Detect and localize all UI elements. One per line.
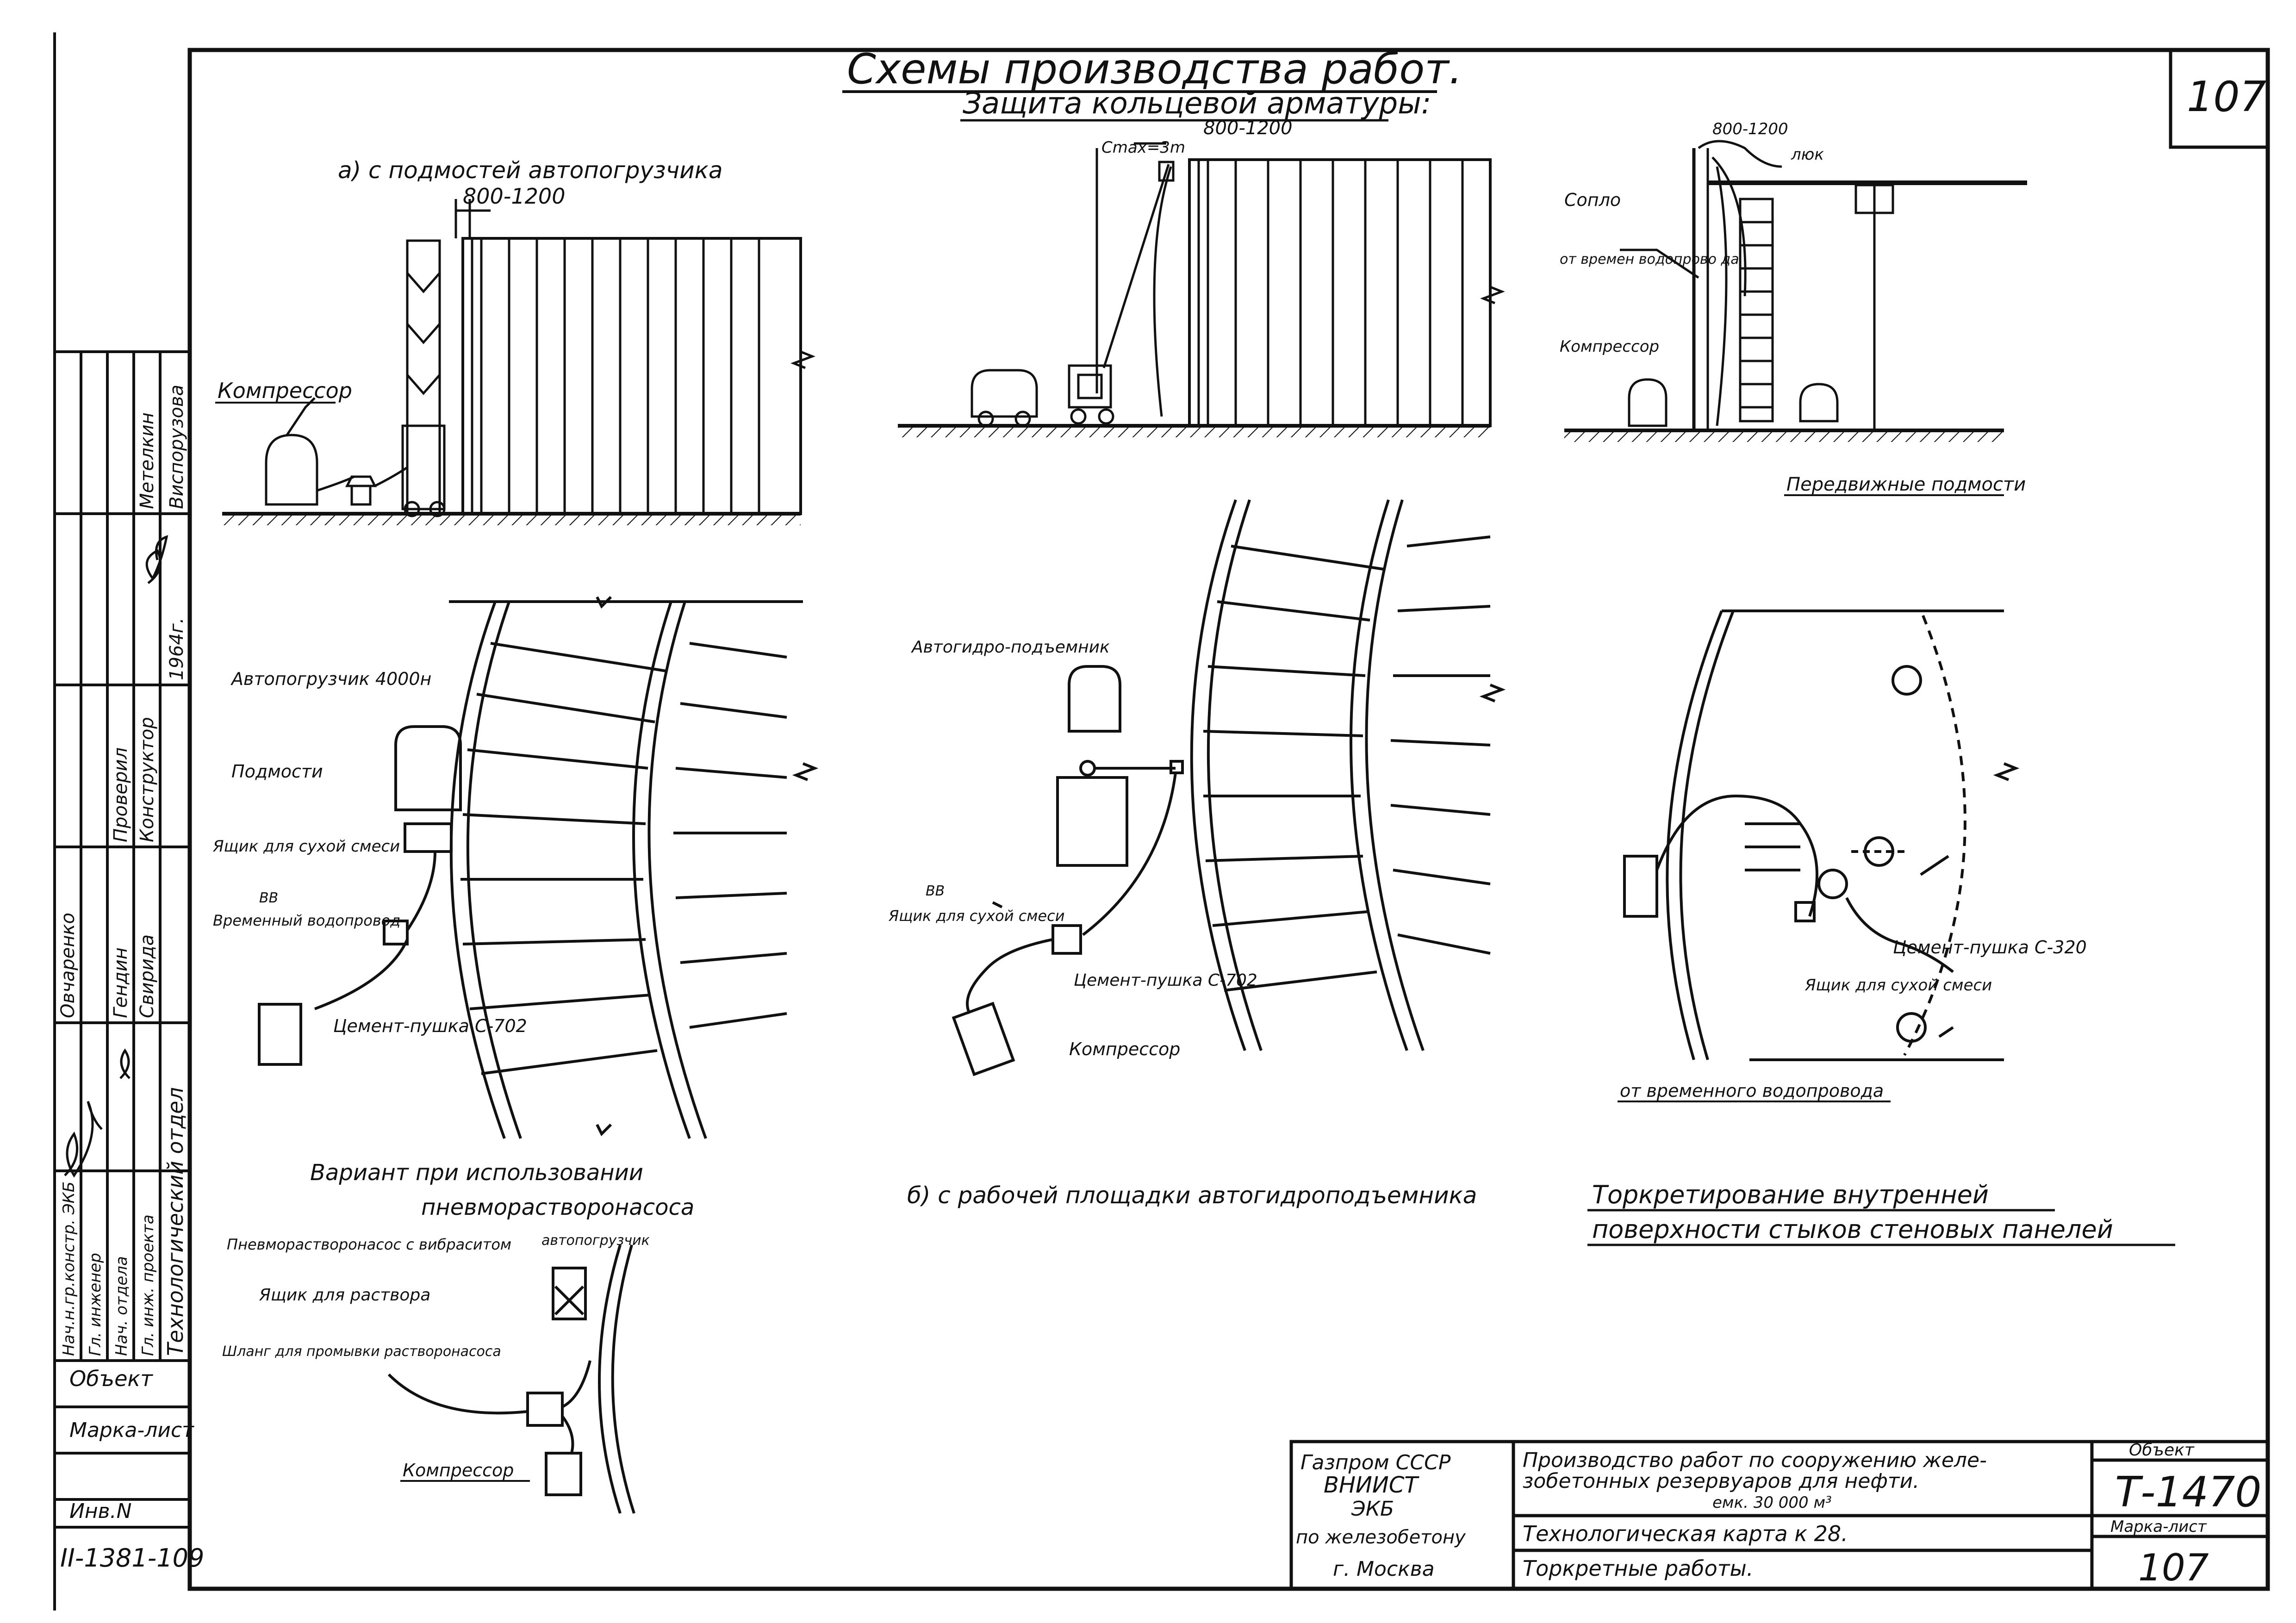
nozzle-label: Сопло bbox=[1564, 190, 1621, 210]
pump-label: Пневморастворонасос с вибраситом bbox=[227, 1236, 511, 1253]
stamp-inv-label: Инв.N bbox=[69, 1499, 132, 1523]
stamp-designer-label: Конструктор bbox=[137, 717, 158, 842]
gun-label-a: Цемент-пушка С-702 bbox=[333, 1016, 527, 1036]
stamp-role-4: Гл. инж. проекта bbox=[139, 1214, 157, 1356]
title-block-text: Газпром СССР ВНИИСТ ЭКБ по железобетону … bbox=[1296, 1441, 2262, 1589]
sheet-frame bbox=[53, 32, 2270, 1611]
description-line2: зобетонных резервуаров для нефти. bbox=[1523, 1469, 1919, 1493]
signature-marks bbox=[64, 535, 168, 1178]
vv-label-a: ВВ bbox=[259, 890, 278, 906]
drawing-header: Схемы производства работ. Защита кольцев… bbox=[842, 45, 1462, 122]
plan-a-labels: Автопогрузчик 4000н Подмости Ящик для су… bbox=[212, 669, 527, 1036]
section-c-dimension: 800-1200 bbox=[1712, 120, 1788, 138]
stamp-role-3: Нач. отдела bbox=[112, 1256, 131, 1356]
stamp-name-2: Гендин bbox=[110, 947, 131, 1018]
org-line3: ЭКБ bbox=[1351, 1497, 1394, 1521]
section-b-elevation bbox=[898, 142, 1505, 437]
card-label: Технологическая карта к 28. bbox=[1523, 1521, 1848, 1546]
org-line5: г. Москва bbox=[1333, 1557, 1435, 1581]
title-block bbox=[1289, 1440, 2270, 1591]
section-b-labels: Cmax=3m 800-1200 bbox=[1101, 118, 1293, 157]
plan-b-caption: б) с рабочей площадки автогидроподъемник… bbox=[907, 1182, 1477, 1209]
stamp-role-5: Технологический отдел bbox=[163, 1087, 188, 1356]
mark-header: Марка-лист bbox=[2110, 1517, 2207, 1536]
variant-caption-line2: пневморастворонасоса bbox=[421, 1194, 694, 1220]
plan-c-labels: Цемент-пушка С-320 Ящик для сухой смеси … bbox=[1587, 937, 2175, 1246]
plan-b-labels: Автогидро-подъемник ВВ Ящик для сухой см… bbox=[888, 638, 1477, 1209]
stamp-role-1: Нач.н.гр.констр. ЭКБ bbox=[60, 1181, 78, 1356]
stamp-name-right-2: Виспорузова bbox=[166, 385, 187, 509]
stamp-name-right-1: Метелкин bbox=[137, 412, 158, 509]
org-line1: Газпром СССР bbox=[1300, 1451, 1451, 1474]
section-b-cmax: Cmax=3m bbox=[1101, 138, 1185, 157]
stamp-inv-number: II-1381-109 bbox=[60, 1543, 204, 1573]
stamp-checked-label: Проверил bbox=[110, 747, 131, 842]
object-header: Объект bbox=[2129, 1441, 2195, 1460]
section-c-labels: 800-1200 люк Сопло от времен водопрово д… bbox=[1560, 120, 2026, 496]
stamp-name-1: Овчаренко bbox=[57, 913, 79, 1018]
plan-a bbox=[258, 596, 819, 1139]
work-label: Торкретные работы. bbox=[1523, 1556, 1753, 1581]
plan-c-caption-line1: Торкретирование внутренней bbox=[1592, 1180, 1989, 1209]
section-a-caption: а) с подмостей автопогрузчика bbox=[338, 157, 723, 184]
description-line1: Производство работ по сооружению желе- bbox=[1523, 1449, 1987, 1472]
mark-value: 107 bbox=[2138, 1546, 2209, 1589]
water-label-a: Временный водопровод bbox=[213, 912, 400, 929]
gun-label-c: Цемент-пушка С-320 bbox=[1893, 937, 2087, 958]
gun-label-b: Цемент-пушка С-702 bbox=[1074, 971, 1257, 990]
plan-b bbox=[952, 499, 1506, 1076]
water-label-c: от времен водопрово да bbox=[1560, 251, 1739, 267]
scaffold-label-a: Подмости bbox=[231, 761, 323, 782]
org-line2: ВНИИСТ bbox=[1324, 1472, 1419, 1498]
loader-label-a: Автопогрузчик 4000н bbox=[230, 669, 431, 689]
drawing-title: Схемы производства работ. bbox=[847, 45, 1462, 93]
object-value: Т-1470 bbox=[2115, 1468, 2262, 1517]
left-stamp bbox=[53, 350, 191, 1529]
variant-labels: Вариант при использовании пневморастворо… bbox=[222, 1160, 694, 1482]
org-line4: по железобетону bbox=[1296, 1527, 1466, 1548]
scaffold-label-c: Передвижные подмости bbox=[1786, 474, 2026, 495]
box-label-variant: Ящик для раствора bbox=[259, 1286, 430, 1305]
plan-c bbox=[1623, 609, 2020, 1061]
stamp-mark-sheet-label: Марка-лист bbox=[69, 1418, 194, 1442]
compressor-label-c: Компрессор bbox=[1560, 337, 1659, 356]
compressor-label-variant: Компрессор bbox=[403, 1460, 514, 1480]
description-line3: емк. 30 000 м³ bbox=[1712, 1493, 1832, 1512]
drawing-subtitle: Защита кольцевой арматуры: bbox=[963, 87, 1431, 121]
stamp-object-label: Объект bbox=[69, 1366, 153, 1391]
sheet-number: 107 bbox=[2187, 73, 2266, 121]
stamp-name-3: Свирида bbox=[137, 934, 158, 1018]
box-label-b: Ящик для сухой смеси bbox=[888, 907, 1065, 925]
box-label-a: Ящик для сухой смеси bbox=[212, 837, 400, 856]
water-label-plan-c: от временного водопровода bbox=[1620, 1081, 1884, 1101]
left-stamp-text: Нач.н.гр.констр. ЭКБ Гл. инженер Нач. от… bbox=[57, 385, 204, 1573]
section-a-dimension: 800-1200 bbox=[463, 184, 565, 209]
hose-label: Шланг для промывки растворонасоса bbox=[222, 1343, 501, 1360]
section-a-labels: а) с подмостей автопогрузчика 800-1200 К… bbox=[215, 157, 723, 404]
loader-label-variant: автопогрузчик bbox=[541, 1232, 650, 1249]
variant-caption-line1: Вариант при использовании bbox=[310, 1160, 643, 1186]
stamp-year: 1964г. bbox=[166, 617, 187, 680]
stamp-role-2: Гл. инженер bbox=[86, 1253, 105, 1356]
plan-c-caption-line2: поверхности стыков стеновых панелей bbox=[1592, 1215, 2113, 1244]
section-a-elevation bbox=[222, 199, 815, 525]
vv-label-b: ВВ bbox=[926, 883, 945, 899]
variant-diagram bbox=[387, 1244, 635, 1514]
lift-label-b: Автогидро-подъемник bbox=[911, 638, 1110, 657]
compressor-label-b: Компрессор bbox=[1069, 1039, 1180, 1059]
section-b-dimension: 800-1200 bbox=[1203, 118, 1293, 139]
section-c-elevation bbox=[1564, 140, 2027, 442]
compressor-label-a: Компрессор bbox=[218, 378, 352, 403]
box-label-c: Ящик для сухой смеси bbox=[1804, 976, 1992, 995]
hatch-label: люк bbox=[1791, 145, 1824, 164]
